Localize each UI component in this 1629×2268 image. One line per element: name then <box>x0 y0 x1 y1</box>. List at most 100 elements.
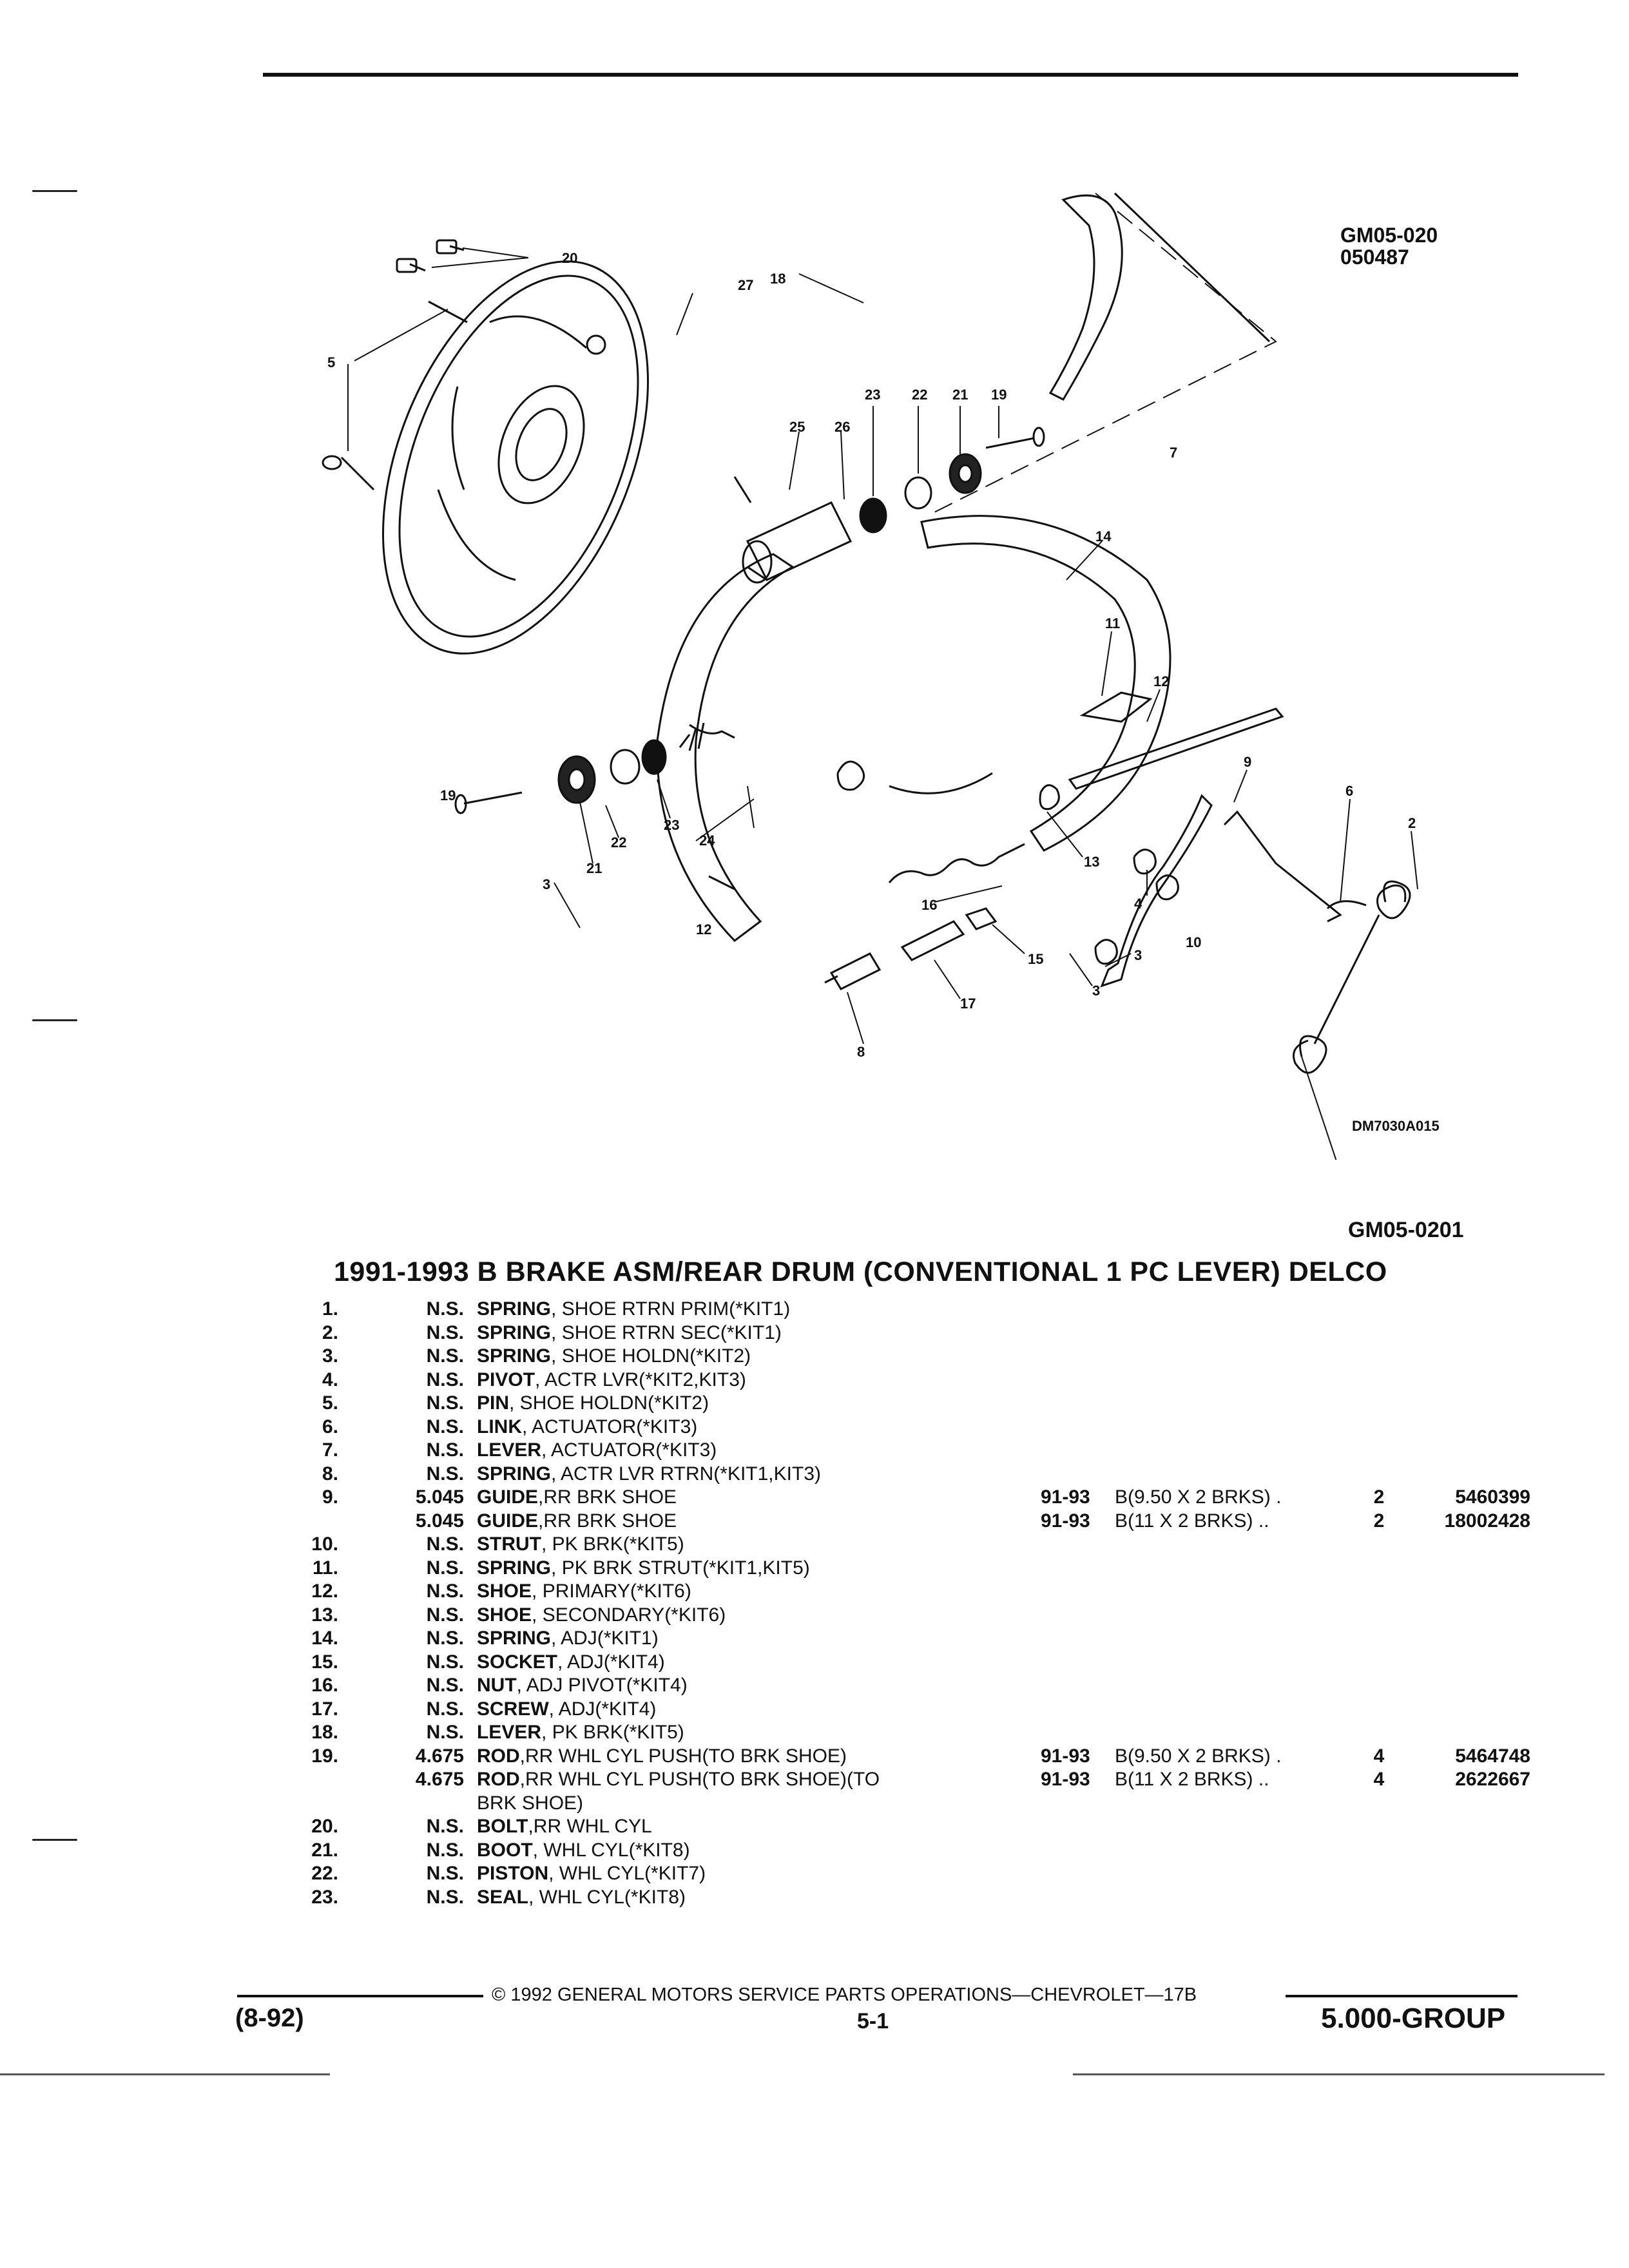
part-number-index: 11. <box>312 1557 338 1579</box>
quantity: 2 <box>1373 1510 1385 1532</box>
section-title: 1991-1993 B BRAKE ASM/REAR DRUM (CONVENT… <box>334 1256 1387 1287</box>
part-description: BOLT,RR WHL CYL <box>477 1815 652 1839</box>
parts-row: 17.N.S.SCREW, ADJ(*KIT4) <box>258 1698 1534 1722</box>
part-detail: , ADJ(*KIT1) <box>551 1628 659 1649</box>
part-price: N.S. <box>426 1321 464 1343</box>
parts-row: 2. N.S. SPRING, SHOE RTRN SEC(*KIT1) <box>258 1321 1534 1345</box>
part-description: LINK, ACTUATOR(*KIT3) <box>477 1416 697 1439</box>
callout-label: 17 <box>960 995 976 1012</box>
part-number-index: 3. <box>322 1345 338 1367</box>
part-detail: , ADJ(*KIT4) <box>548 1698 657 1720</box>
callout-label: 26 <box>834 419 850 435</box>
callout-label: 12 <box>1153 673 1169 689</box>
footer-rule-left <box>237 1995 483 1997</box>
parts-row: 4.N.S.PIVOT, ACTR LVR(*KIT2,KIT3) <box>258 1369 1534 1392</box>
quantity: 4 <box>1373 1769 1385 1790</box>
callout-label: 18 <box>770 271 786 287</box>
part-description: SPRING, SHOE HOLDN(*KIT2) <box>477 1345 751 1369</box>
primary-shoe <box>656 553 795 942</box>
part-number-index: 2. <box>322 1321 338 1343</box>
part-detail: , SECONDARY(*KIT6) <box>532 1604 726 1626</box>
part-catalog-number: 5464748 <box>1455 1745 1530 1767</box>
application-note: B(9.50 X 2 BRKS) . <box>1115 1745 1282 1767</box>
part-name: BOOT <box>477 1839 533 1861</box>
model-years: 91-93 <box>1041 1769 1090 1790</box>
part-detail: , ACTUATOR(*KIT3) <box>541 1439 717 1461</box>
callout-label: 24 <box>699 832 715 849</box>
callout-label: 3 <box>1134 947 1142 963</box>
secondary-return-spring <box>1376 880 1411 919</box>
part-number-index: 19. <box>311 1745 338 1767</box>
callout-label: 27 <box>738 277 753 293</box>
part-price: N.S. <box>426 1298 464 1320</box>
part-number-index: 23. <box>311 1886 338 1908</box>
part-number-index: 13. <box>311 1604 338 1626</box>
parts-row: 7.N.S.LEVER, ACTUATOR(*KIT3) <box>258 1439 1534 1463</box>
part-detail: , SHOE HOLDN(*KIT2) <box>509 1392 709 1414</box>
adjuster-screw <box>900 920 965 961</box>
callout-label: 21 <box>586 860 602 876</box>
callout-labels: 20 5 27 18 23 22 21 19 25 26 14 11 12 9 … <box>327 250 1416 1195</box>
part-name: SPRING <box>477 1321 552 1343</box>
part-name: BOLT <box>477 1816 528 1837</box>
part-detail: ,RR WHL CYL <box>528 1816 652 1837</box>
part-name: SOCKET <box>477 1651 558 1673</box>
part-description: SPRING, ADJ(*KIT1) <box>477 1627 659 1651</box>
part-price: N.S. <box>426 1863 464 1884</box>
part-name: SPRING <box>477 1463 552 1485</box>
part-catalog-number: 2622667 <box>1455 1769 1530 1790</box>
part-price: N.S. <box>426 1345 464 1367</box>
part-name: GUIDE <box>477 1510 539 1532</box>
callout-label: 7 <box>1170 445 1177 461</box>
application-note: B(9.50 X 2 BRKS) . <box>1115 1486 1282 1508</box>
part-description: SOCKET, ADJ(*KIT4) <box>477 1651 665 1675</box>
parts-row: 14.N.S.SPRING, ADJ(*KIT1) <box>258 1627 1534 1651</box>
part-description: NUT, ADJ PIVOT(*KIT4) <box>477 1674 688 1698</box>
holddown-spring <box>1133 849 1179 901</box>
callout-label: 5 <box>327 354 335 370</box>
top-rule <box>263 73 1518 77</box>
part-description: SPRING, SHOE RTRN PRIM(*KIT1) <box>477 1298 790 1321</box>
part-price: N.S. <box>426 1463 464 1485</box>
part-price: N.S. <box>426 1416 464 1437</box>
part-price: N.S. <box>426 1369 464 1390</box>
part-name: SHOE <box>477 1604 532 1626</box>
part-description: BOOT, WHL CYL(*KIT8) <box>477 1839 690 1863</box>
callout-label: 3 <box>543 876 550 892</box>
part-detail: , WHL CYL(*KIT8) <box>528 1886 686 1908</box>
part-detail: , ACTR LVR(*KIT2,KIT3) <box>535 1369 746 1390</box>
parts-list: 1.N.S.SPRING, SHOE RTRN PRIM(*KIT1)2.N.S… <box>258 1298 1534 1909</box>
part-name: SPRING <box>477 1298 552 1320</box>
subsection-code: GM05-0201 <box>1348 1218 1464 1242</box>
part-detail: , SHOE RTRN PRIM(*KIT1) <box>551 1298 791 1320</box>
part-price: N.S. <box>426 1581 464 1602</box>
callout-label: 14 <box>1095 528 1112 544</box>
part-description: SPRING, SHOE RTRN SEC(*KIT1) <box>477 1321 782 1345</box>
part-name: SPRING <box>477 1628 552 1649</box>
part-description: ROD,RR WHL CYL PUSH(TO BRK SHOE) <box>477 1745 847 1769</box>
parts-row: 11.N.S.SPRING, PK BRK STRUT(*KIT1,KIT5) <box>258 1557 1534 1581</box>
part-description: SPRING, ACTR LVR RTRN(*KIT1,KIT3) <box>477 1463 821 1486</box>
part-number-index: 6. <box>322 1416 338 1437</box>
part-name: ROD <box>477 1769 520 1790</box>
holddown-pin <box>322 455 375 491</box>
callout-label: 22 <box>611 834 626 850</box>
part-price: N.S. <box>426 1651 464 1673</box>
part-detail: , ACTR LVR RTRN(*KIT1,KIT3) <box>551 1463 821 1485</box>
part-number-index: 10. <box>311 1533 338 1555</box>
footer-rule-right <box>1286 1995 1518 1997</box>
parts-row: 18.N.S.LEVER, PK BRK(*KIT5) <box>258 1721 1534 1745</box>
part-name: ROD <box>477 1745 520 1767</box>
holddown-spring <box>836 760 865 791</box>
part-price: N.S. <box>426 1722 464 1743</box>
callout-label: 19 <box>991 387 1007 403</box>
callout-label: 15 <box>1028 951 1043 967</box>
part-price: N.S. <box>426 1698 464 1720</box>
part-name: GUIDE <box>477 1486 539 1508</box>
figure-code: GM05-020 050487 <box>1340 224 1438 269</box>
part-detail: , ACTUATOR(*KIT3) <box>522 1416 698 1437</box>
part-detail: , WHL CYL(*KIT7) <box>548 1863 706 1884</box>
part-description: LEVER, ACTUATOR(*KIT3) <box>477 1439 717 1463</box>
